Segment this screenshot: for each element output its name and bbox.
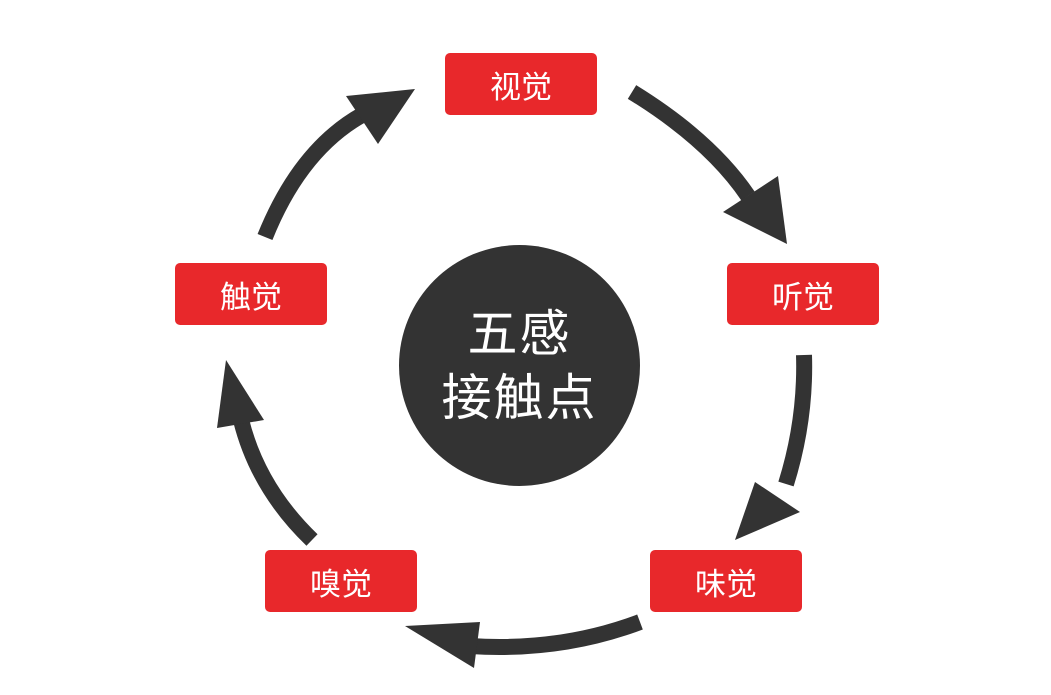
center-circle: 五感 接触点 [399,245,640,486]
sense-box-hearing: 听觉 [727,263,879,325]
sense-box-taste: 味觉 [650,550,802,612]
arrow-sight-to-hearing [627,85,787,244]
arrow-taste-to-smell [405,614,643,668]
sense-box-touch: 触觉 [175,263,327,325]
center-title-line-2: 接触点 [441,368,598,427]
sense-box-sight: 视觉 [445,53,597,115]
arrow-touch-to-sight [257,89,415,240]
arrow-hearing-to-taste [735,354,813,540]
arrow-smell-to-touch [217,360,318,546]
sense-box-smell: 嗅觉 [265,550,417,612]
center-title-line-1: 五感 [467,304,572,363]
